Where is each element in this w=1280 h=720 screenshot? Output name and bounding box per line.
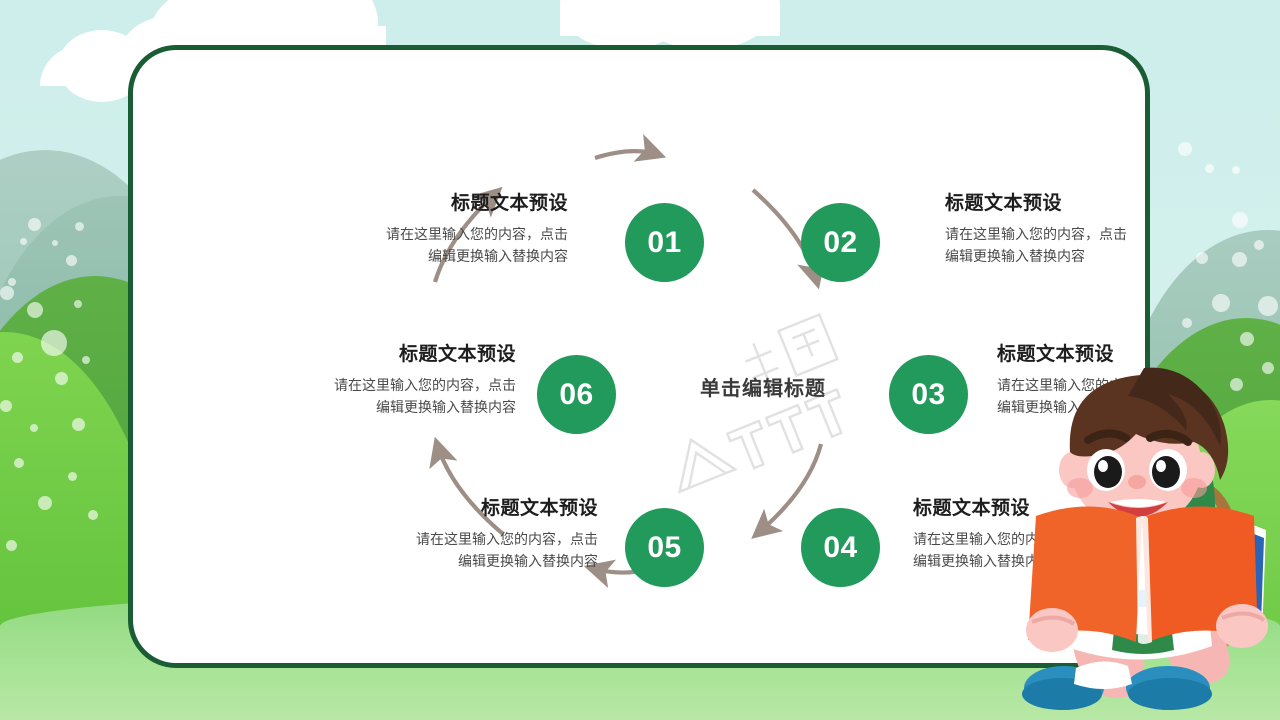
step-title-02: 标题文本预设 (945, 193, 1063, 214)
bokeh-dot (1258, 296, 1278, 316)
bokeh-dot (74, 300, 82, 308)
step-body-02: 请在这里输入您的内容，点击 编辑更换输入替换内容 (945, 224, 1215, 267)
step-number-02: 02 (823, 225, 858, 259)
bokeh-dot (1232, 166, 1240, 174)
step-text-01[interactable]: 标题文本预设 请在这里输入您的内容，点击 编辑更换输入替换内容 (298, 188, 568, 267)
step-body-02-line1: 请在这里输入您的内容，点击 (945, 226, 1127, 242)
ppt-watermark (617, 281, 909, 523)
center-title: 单击编辑标题 (700, 378, 826, 400)
step-body-01-line1: 请在这里输入您的内容，点击 (386, 226, 568, 242)
step-body-06-line1: 请在这里输入您的内容，点击 (334, 377, 516, 393)
bokeh-dot (75, 222, 84, 231)
bokeh-dot (68, 472, 77, 481)
step-circle-02[interactable]: 02 (801, 203, 880, 282)
step-circle-05[interactable]: 05 (625, 508, 704, 587)
step-number-01: 01 (647, 225, 682, 259)
step-text-05[interactable]: 标题文本预设 请在这里输入您的内容，点击 编辑更换输入替换内容 (328, 493, 598, 572)
bokeh-dot (30, 424, 38, 432)
step-circle-06[interactable]: 06 (537, 355, 616, 434)
step-circle-03[interactable]: 03 (889, 355, 968, 434)
bokeh-dot (20, 238, 27, 245)
step-body-05: 请在这里输入您的内容，点击 编辑更换输入替换内容 (328, 529, 598, 572)
bokeh-dot (66, 255, 77, 266)
step-text-02[interactable]: 标题文本预设 请在这里输入您的内容，点击 编辑更换输入替换内容 (945, 188, 1215, 267)
bokeh-dot (41, 330, 67, 356)
step-body-02-line2: 编辑更换输入替换内容 (945, 247, 1085, 264)
bokeh-dot (1205, 164, 1214, 173)
boy-reading-illustration (1018, 330, 1280, 720)
step-title-03: 标题文本预设 (997, 344, 1115, 365)
step-body-05-line2: 编辑更换输入替换内容 (458, 552, 598, 569)
step-number-05: 05 (647, 530, 682, 564)
bokeh-dot (1232, 212, 1248, 228)
step-body-06: 请在这里输入您的内容，点击 编辑更换输入替换内容 (246, 375, 516, 418)
cloud-icon (560, 0, 820, 50)
step-circle-01[interactable]: 01 (625, 203, 704, 282)
bokeh-dot (82, 356, 90, 364)
bokeh-dot (1182, 318, 1192, 328)
bokeh-dot (8, 278, 16, 286)
step-body-06-line2: 编辑更换输入替换内容 (376, 398, 516, 415)
bokeh-dot (52, 240, 58, 246)
step-title-04: 标题文本预设 (913, 498, 1031, 519)
step-body-04-line2: 编辑更换输入替换内容 (913, 552, 1053, 569)
content-card: 单击编辑标题 01 02 03 04 05 06 标题文本预设 请在这里输入您的… (128, 45, 1179, 668)
step-title-05: 标题文本预设 (480, 498, 598, 519)
step-text-06[interactable]: 标题文本预设 请在这里输入您的内容，点击 编辑更换输入替换内容 (246, 339, 516, 418)
bokeh-dot (6, 540, 17, 551)
step-circle-04[interactable]: 04 (801, 508, 880, 587)
bokeh-dot (72, 418, 85, 431)
bokeh-dot (12, 352, 23, 363)
step-title-06: 标题文本预设 (398, 344, 516, 365)
step-number-06: 06 (559, 377, 594, 411)
bokeh-dot (27, 302, 43, 318)
bokeh-dot (28, 218, 41, 231)
step-body-01: 请在这里输入您的内容，点击 编辑更换输入替换内容 (298, 224, 568, 267)
bokeh-dot (1254, 240, 1264, 250)
bokeh-dot (55, 372, 68, 385)
bokeh-dot (1178, 142, 1192, 156)
bokeh-dot (0, 286, 14, 300)
bokeh-dot (38, 496, 52, 510)
step-body-05-line1: 请在这里输入您的内容，点击 (416, 531, 598, 547)
bokeh-dot (14, 458, 24, 468)
bokeh-dot (88, 510, 98, 520)
step-body-01-line2: 编辑更换输入替换内容 (428, 247, 568, 264)
step-number-04: 04 (823, 530, 858, 564)
bokeh-dot (0, 400, 12, 412)
step-title-01: 标题文本预设 (450, 193, 568, 214)
bokeh-dot (1212, 294, 1230, 312)
step-number-03: 03 (911, 377, 946, 411)
bokeh-dot (1232, 252, 1247, 267)
